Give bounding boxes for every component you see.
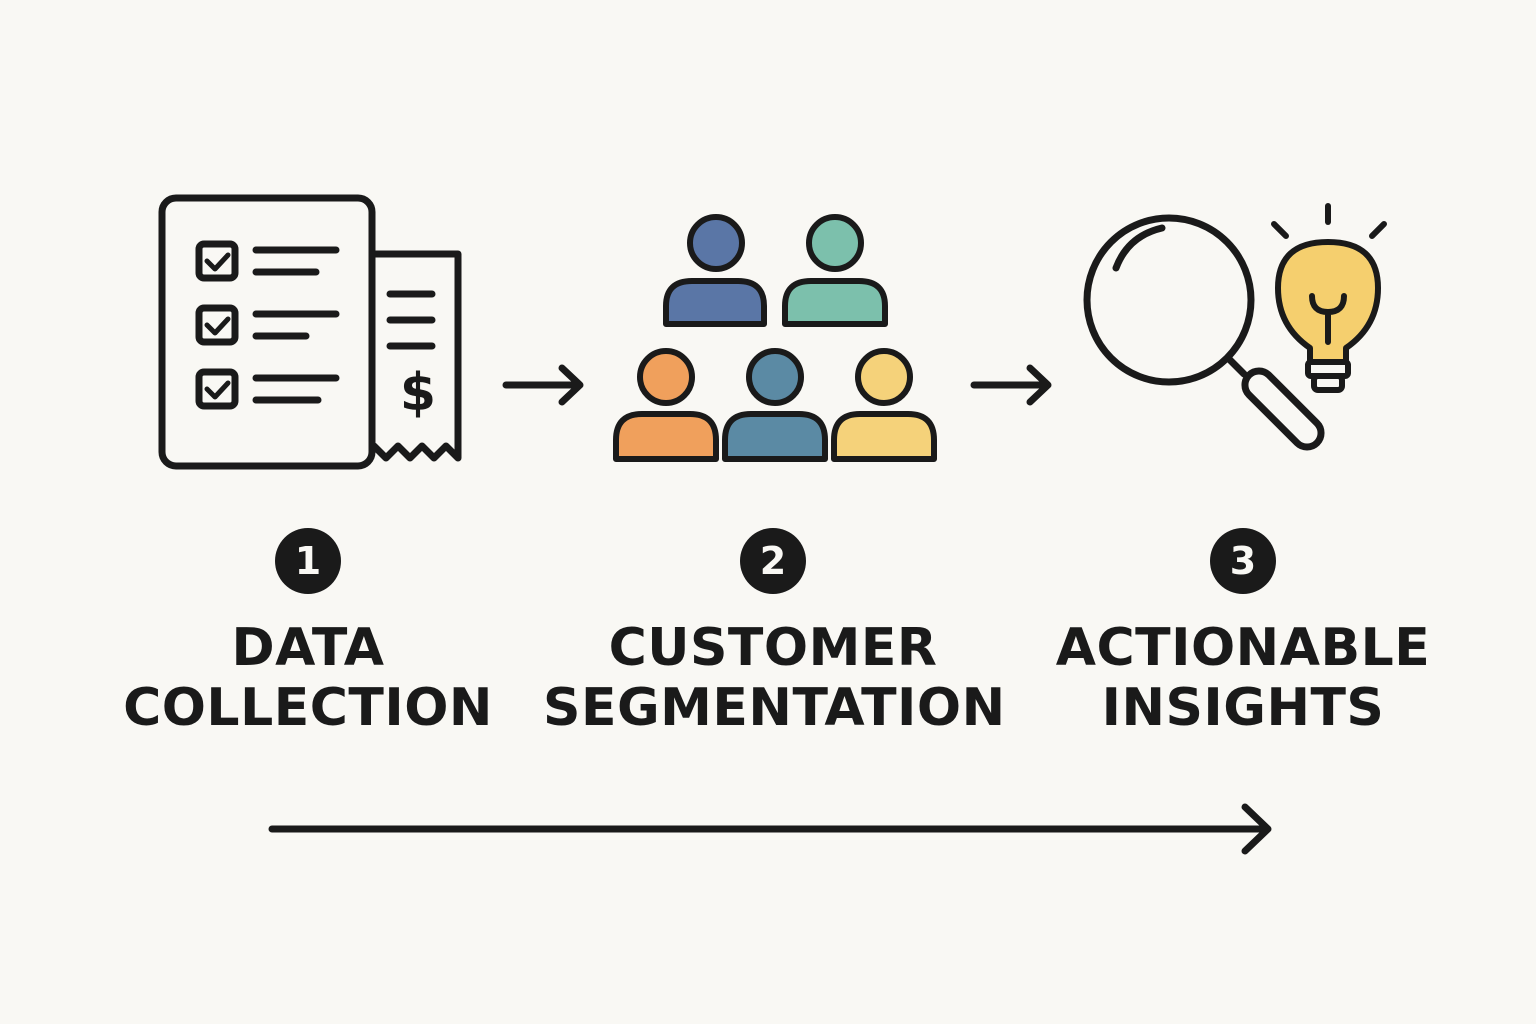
- step-title-line: INSIGHTS: [1101, 678, 1385, 738]
- person-icon: [613, 348, 719, 462]
- long-arrow-right-icon: [268, 803, 1272, 855]
- arrow-right-icon: [502, 364, 584, 406]
- step-actionable-insights: 3 ACTIONABLE INSIGHTS: [1013, 528, 1473, 738]
- step-number-badge: 1: [275, 528, 341, 594]
- checkbox-icon: [195, 240, 239, 282]
- checklist-document: [158, 194, 376, 470]
- magnifier-icon: [1083, 214, 1325, 451]
- step-title-line: ACTIONABLE: [1055, 618, 1431, 678]
- checkbox-icon: [195, 368, 239, 410]
- receipt-icon: [368, 250, 462, 462]
- arrow-right-icon: [970, 364, 1052, 406]
- step-title-line: SEGMENTATION: [543, 678, 1006, 738]
- lightbulb-icon: [1271, 203, 1387, 393]
- step-customer-segmentation: 2 CUSTOMER SEGMENTATION: [543, 528, 1006, 738]
- step-number-badge: 2: [740, 528, 806, 594]
- step-title-line: DATA: [231, 618, 385, 678]
- step-number-badge: 3: [1210, 528, 1276, 594]
- step-title-line: CUSTOMER: [608, 618, 938, 678]
- step-title-line: COLLECTION: [123, 678, 493, 738]
- step-data-collection: 1 DATA COLLECTION: [78, 528, 538, 738]
- person-icon: [831, 348, 937, 462]
- person-icon: [663, 214, 767, 327]
- step-title: CUSTOMER SEGMENTATION: [543, 618, 1006, 738]
- checkbox-icon: [195, 304, 239, 346]
- dollar-sign-icon: $: [400, 363, 436, 423]
- people-group-icon: [613, 214, 937, 462]
- checklist-and-receipt-icon: [158, 194, 462, 470]
- person-icon: [722, 348, 828, 462]
- step-title: DATA COLLECTION: [78, 618, 538, 738]
- person-icon: [782, 214, 888, 327]
- step-title: ACTIONABLE INSIGHTS: [1013, 618, 1473, 738]
